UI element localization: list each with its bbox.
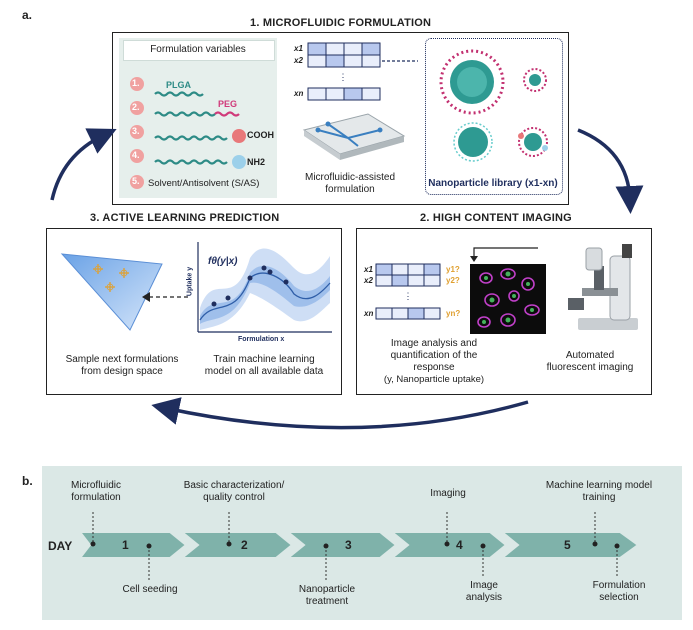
variable-number-1-circle (130, 77, 144, 91)
imaging-y2: y2? (446, 276, 460, 285)
plga-label: PLGA (166, 80, 192, 90)
svg-text:⋮: ⋮ (339, 72, 348, 82)
nh2-label: NH2 (247, 157, 266, 167)
variable-row-1 (130, 77, 204, 97)
imaging-title: 2. HIGH CONTENT IMAGING (420, 212, 572, 224)
event-image-analysis: Image analysis (465, 580, 503, 603)
event-microfluidic-formulation: Microfluidic formulation (70, 480, 121, 503)
svg-text:⋮: ⋮ (404, 291, 413, 301)
microscope-caption-line1: Automated (565, 350, 615, 361)
nanoparticle-library-box (425, 38, 563, 195)
day-3-chevron (285, 531, 398, 559)
nanoparticle-icons (439, 49, 548, 162)
variables-box (119, 38, 277, 198)
vector-label-x1: x1 (294, 44, 303, 53)
microscope-icon (568, 244, 638, 330)
day-5: 5 (564, 538, 571, 552)
plga-chain (154, 91, 204, 97)
imaging-y1: y1? (446, 265, 460, 274)
formulation-vectors: ⋮ (307, 42, 418, 101)
event-imaging: Imaging (430, 488, 466, 499)
analysis-caption-line1: Image analysis and (390, 338, 478, 349)
arrow-to-microfluidic (50, 128, 117, 201)
plot-formula: fθ(y|x) (208, 256, 238, 267)
imaging-vectors: ⋮ (375, 263, 441, 320)
imaging-vector-xn: xn (364, 309, 374, 318)
event-formulation-selection: Formulation selection (592, 580, 646, 603)
timeline-markers (90, 512, 620, 582)
plot-xlabel: Formulation x (238, 336, 285, 343)
variable-number-2: 2. (132, 102, 140, 112)
day-4: 4 (456, 538, 463, 552)
day-5-chevron (499, 531, 640, 559)
variable-row-3 (130, 125, 246, 143)
variable-row-2 (130, 101, 240, 117)
day-1-chevron (80, 531, 188, 559)
variables-header (123, 40, 275, 61)
cooh-label: COOH (247, 130, 274, 140)
imaging-vector-x1: x1 (364, 265, 373, 274)
analysis-caption-line3: response (413, 362, 455, 373)
variable-row-5 (130, 175, 144, 189)
day-2: 2 (241, 538, 248, 552)
chip-caption: Microfluidic-assisted formulation (304, 172, 396, 195)
active-learning-title: 3. ACTIVE LEARNING PREDICTION (90, 212, 280, 224)
sample-caption-line2: from design space (81, 366, 163, 377)
nanoparticle-small-1 (523, 68, 547, 92)
variable-number-2-circle (130, 101, 144, 115)
variable-row-4 (130, 149, 246, 169)
microfluidic-chip-icon (302, 113, 406, 160)
variable-number-3-circle (130, 125, 144, 139)
nh2-endgroup (232, 155, 246, 169)
arrow-to-imaging (577, 128, 644, 214)
day-1: 1 (122, 538, 129, 552)
analysis-caption-line2: quantification of the (390, 350, 478, 361)
panel-a-label: a. (22, 8, 33, 22)
variable-number-4: 4. (132, 150, 140, 160)
timeline-arrows (80, 531, 640, 559)
event-ml-training: Machine learning model training (545, 480, 653, 503)
microfluidic-title: 1. MICROFLUIDIC FORMULATION (250, 17, 432, 29)
train-caption-line1: Train machine learning (213, 354, 315, 365)
vector-label-xn: xn (294, 89, 304, 98)
gp-plot (197, 242, 332, 333)
plot-ylabel: Uptake y (186, 266, 194, 297)
variables-polymers (130, 77, 246, 189)
nanoparticle-medium (453, 122, 493, 162)
dashed-arrow-left (142, 292, 188, 302)
cooh-endgroup (232, 129, 246, 143)
plga-peg-chain (154, 111, 216, 117)
analysis-caption-line4: (y, Nanoparticle uptake) (383, 374, 485, 385)
variable-number-3: 3. (132, 126, 140, 136)
fluorescence-image (470, 247, 546, 334)
cycle-arrows (50, 128, 644, 430)
nanoparticle-small-2 (518, 127, 548, 157)
sample-caption-line1: Sample next formulations (65, 354, 179, 365)
imaging-yn: yn? (446, 309, 461, 318)
arrow-to-active-learning (151, 397, 529, 430)
variables-header-text: Formulation variables (150, 44, 246, 55)
gp-mean-line (199, 272, 331, 321)
nanoparticle-large (439, 49, 505, 115)
microscope-caption-line2: fluorescent imaging (546, 362, 634, 373)
day-3: 3 (345, 538, 352, 552)
day-2-chevron (179, 531, 294, 559)
event-characterization: Basic characterization/ quality control (183, 480, 285, 503)
solvent-label: Solvent/Antisolvent (S/AS) (148, 178, 260, 189)
nanoparticle-library-label: Nanoparticle library (x1-xn) (428, 178, 558, 189)
train-caption-line2: model on all available data (204, 366, 324, 377)
variable-number-5-circle (130, 175, 144, 189)
vector-label-x2: x2 (294, 56, 303, 65)
variable-number-5: 5. (132, 176, 140, 186)
imaging-vector-x2: x2 (364, 276, 373, 285)
gp-inner-band (200, 265, 330, 324)
event-nanoparticle-treatment: Nanoparticle treatment (298, 584, 356, 607)
day-label: DAY (48, 539, 73, 553)
variable-number-4-circle (130, 149, 144, 163)
gp-observations (211, 265, 289, 307)
peg-label: PEG (218, 99, 238, 109)
panel-b-label: b. (22, 474, 33, 488)
variable-number-1: 1. (132, 78, 140, 88)
event-cell-seeding: Cell seeding (122, 584, 178, 595)
